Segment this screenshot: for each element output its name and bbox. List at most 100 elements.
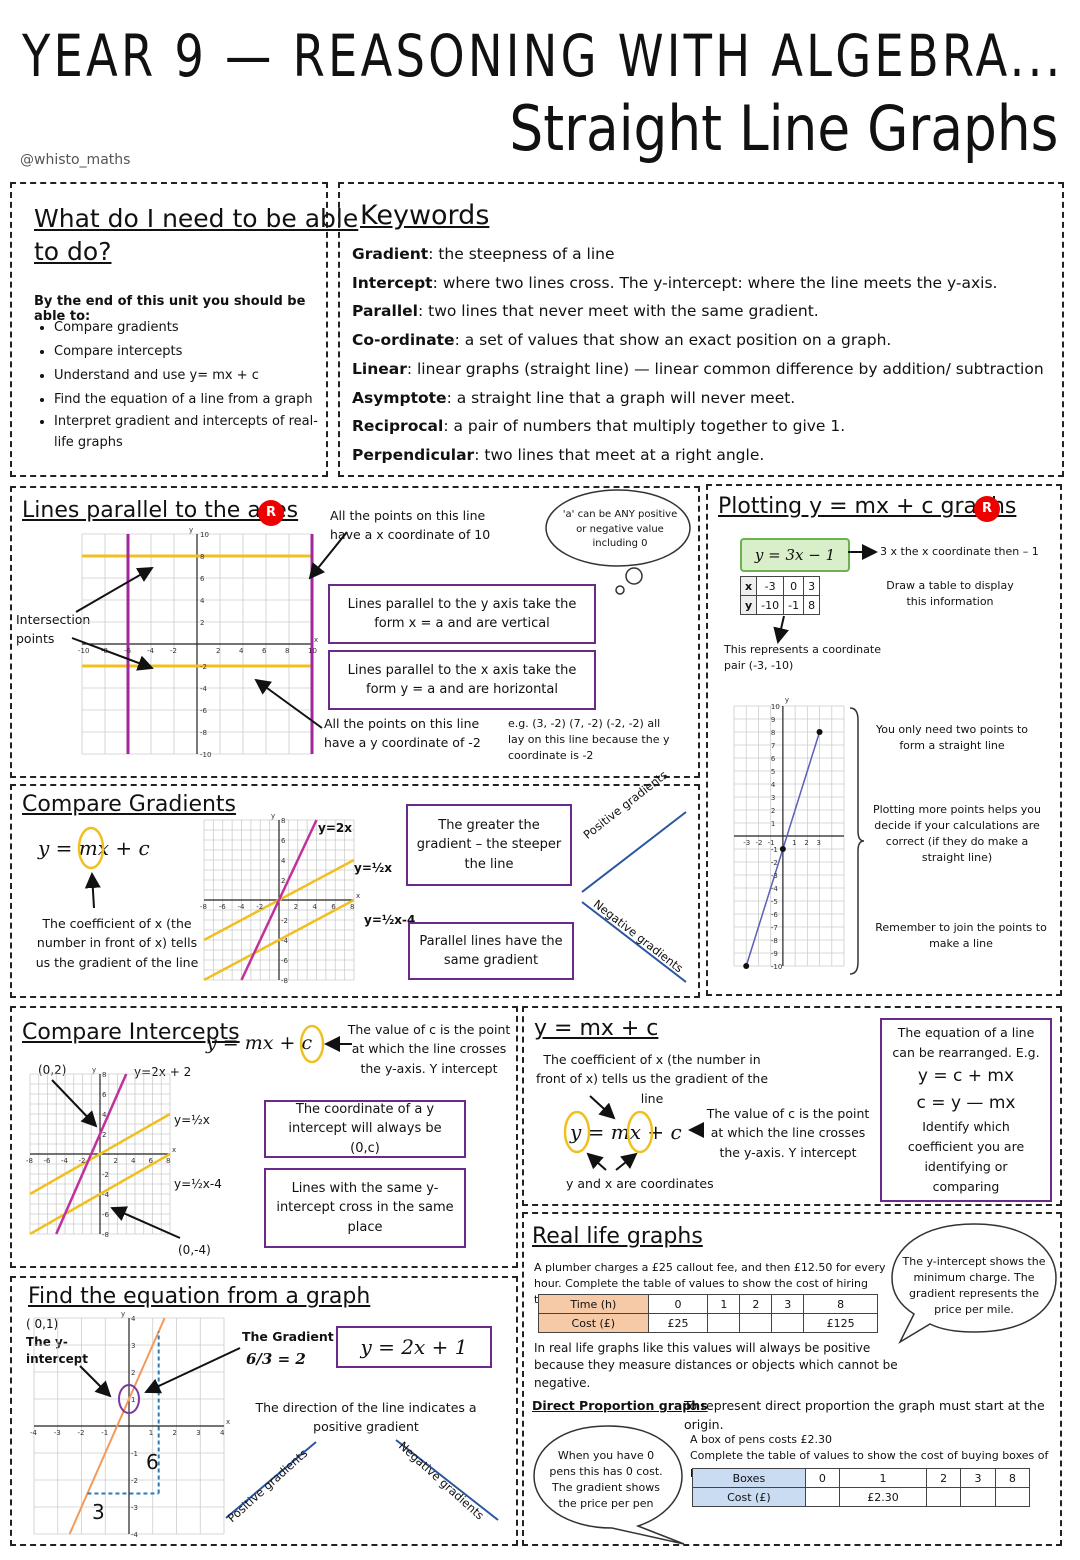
x-tick: 4 <box>131 1157 136 1165</box>
x-tick: 2 <box>114 1157 118 1165</box>
y-tick: 2 <box>771 807 775 815</box>
label-yhalfx: y=½x <box>354 861 393 875</box>
y-axis-label: y <box>121 1310 125 1318</box>
label-yhalfx: y=½x <box>174 1113 210 1127</box>
coef-note: The coefficient of x (the number in fron… <box>535 1052 769 1106</box>
equation-box: y = 3x − 1 <box>740 538 850 572</box>
y-tick: -2 <box>131 1477 138 1485</box>
parallel-axes-heading: Lines parallel to the axes <box>22 498 299 523</box>
thought-bubble <box>545 489 691 595</box>
speech-bubble-2 <box>533 1425 685 1545</box>
x-tick: -6 <box>124 647 132 655</box>
box-parallel-x: Lines parallel to the x axis take the fo… <box>328 650 596 710</box>
y-tick: 2 <box>131 1369 135 1377</box>
y-tick: -6 <box>771 911 779 919</box>
y-tick: 3 <box>131 1342 135 1350</box>
page-title: YEAR 9 — REASONING WITH ALGEBRA... <box>22 22 1064 90</box>
y-tick: 8 <box>281 817 285 825</box>
keyword-item: Reciprocal: a pair of numbers that multi… <box>352 417 846 436</box>
x-tick: 3 <box>817 839 821 847</box>
gradients-heading: Compare Gradients <box>22 792 237 817</box>
gradient-direction-lines <box>581 811 687 983</box>
intercept-equation: y = mx + c <box>206 1032 313 1054</box>
real-life-panel: Real life graphs A plumber charges a £25… <box>522 1212 1062 1546</box>
x-tick: -4 <box>147 647 155 655</box>
y-tick: 2 <box>102 1131 106 1139</box>
y-tick: -2 <box>281 917 288 925</box>
y-tick: 8 <box>200 553 204 561</box>
x-tick: -6 <box>44 1157 52 1165</box>
rise-label: 6 <box>146 1450 159 1474</box>
keyword-item: Perpendicular: two lines that meet at a … <box>352 445 765 464</box>
find-equation-heading: Find the equation from a graph <box>28 1284 371 1309</box>
y-tick: 10 <box>771 703 780 711</box>
box-greater: The greater the gradient – the steeper t… <box>406 804 572 886</box>
review-badge: R <box>258 500 284 526</box>
list-item: Understand and use y= mx + c <box>54 364 334 388</box>
parallel-axes-panel: Lines parallel to the axes R All the poi… <box>10 486 700 778</box>
box-parallel: Parallel lines have the same gradient <box>408 922 574 980</box>
x-tick: 2 <box>216 647 220 655</box>
gradients-panel: Compare Gradients y = mx + c The coeffic… <box>10 768 700 998</box>
xy-note: y and x are coordinates <box>566 1176 714 1191</box>
y-tick: -4 <box>102 1191 110 1199</box>
keywords-list: Gradient: the steepness of a line Interc… <box>352 240 1044 470</box>
coef-note: The coefficient of x (the number in fron… <box>35 916 199 970</box>
direction-note: The direction of the line indicates a po… <box>255 1400 477 1435</box>
more-points-note: Plotting more points helps you decide if… <box>872 803 1042 864</box>
outcomes-list: Compare gradients Compare intercepts Und… <box>28 316 334 454</box>
table-note: Draw a table to display this information <box>886 579 1014 608</box>
x-tick: 4 <box>239 647 244 655</box>
keyword-item: Co-ordinate: a set of values that show a… <box>352 331 892 350</box>
box-coord: The coordinate of a y intercept will alw… <box>264 1100 466 1158</box>
find-direction-lines <box>225 1439 499 1521</box>
y-tick: -10 <box>200 751 211 759</box>
x-tick: 1 <box>792 839 796 847</box>
y-axis-label: y <box>785 696 789 704</box>
y-tick: -7 <box>771 924 778 932</box>
x-tick: 2 <box>173 1429 177 1437</box>
note-any-value: 'a' can be ANY positive or negative valu… <box>562 509 678 549</box>
intercept-arrows <box>51 1079 181 1239</box>
list-item: Compare gradients <box>54 316 334 340</box>
y-tick: 5 <box>771 768 775 776</box>
y-tick: 10 <box>200 531 209 539</box>
plotting-heading: Plotting y = mx + c graphs <box>718 494 1017 519</box>
y-tick: -3 <box>771 872 778 880</box>
y-tick: 6 <box>771 755 776 763</box>
y-tick: 2 <box>281 877 285 885</box>
c-note: The value of c is the point at which the… <box>706 1106 870 1160</box>
arrow-note: 3 x the x coordinate then – 1 <box>880 545 1039 558</box>
x-tick: 10 <box>308 647 317 655</box>
y-tick: -4 <box>281 937 289 945</box>
real-life-heading: Real life graphs <box>532 1224 703 1249</box>
find-equation-panel: Find the equation from a graph ( 0,1) Th… <box>10 1276 518 1546</box>
keyword-item: Asymptote: a straight line that a graph … <box>352 388 796 407</box>
x-tick: -8 <box>26 1157 33 1165</box>
x-tick: 8 <box>166 1157 170 1165</box>
x-tick: 8 <box>350 903 354 911</box>
y-tick: 2 <box>200 619 204 627</box>
y-tick: -5 <box>771 898 778 906</box>
y-tick: 8 <box>771 729 775 737</box>
y-axis-label: y <box>189 526 193 534</box>
x-axis-label: x <box>172 1146 176 1154</box>
y-tick: -2 <box>771 859 778 867</box>
label-yhalfx4: y=½x-4 <box>174 1177 222 1191</box>
label-y2x: y=2x <box>318 821 352 835</box>
y-tick: 9 <box>771 716 775 724</box>
page-subtitle: Straight Line Graphs <box>508 92 1058 165</box>
intercepts-heading: Compare Intercepts <box>22 1020 240 1045</box>
line-2x <box>240 819 318 981</box>
keyword-item: Intercept: where two lines cross. The y-… <box>352 273 998 292</box>
eg-note: e.g. (3, -2) (7, -2) (-2, -2) all lay on… <box>508 717 670 762</box>
y-tick: 4 <box>131 1315 136 1323</box>
y-tick: -3 <box>131 1504 138 1512</box>
y-axis-label: y <box>92 1066 96 1074</box>
axes-arrows <box>71 531 348 729</box>
list-item: Find the equation of a line from a graph <box>54 388 334 412</box>
